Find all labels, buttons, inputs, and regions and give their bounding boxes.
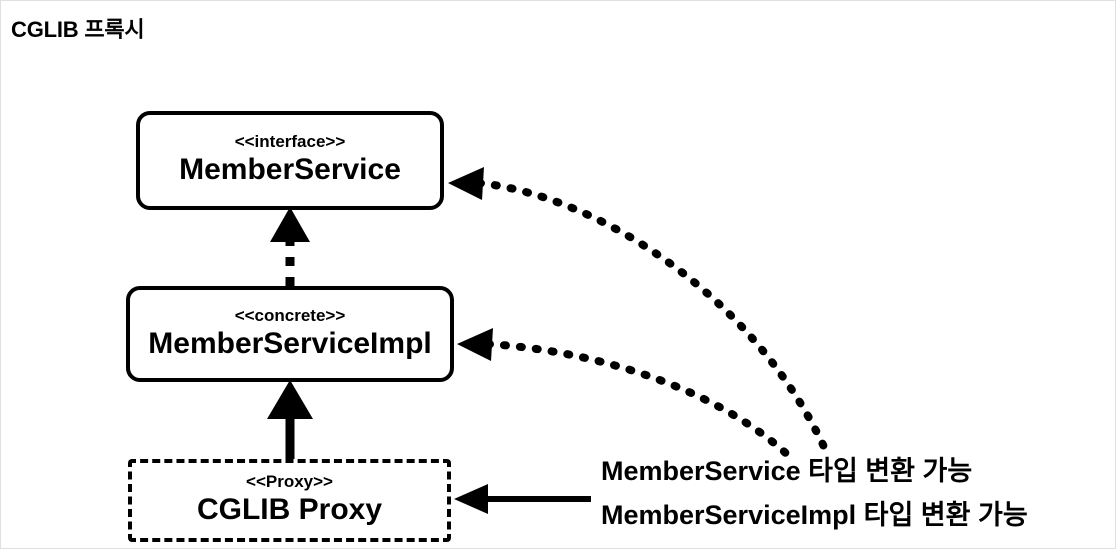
stereotype-label: <<Proxy>>: [246, 472, 333, 492]
connection-proxy-extends-impl: [267, 380, 313, 459]
uml-box-cglib-proxy[interactable]: <<Proxy>> CGLIB Proxy: [128, 459, 451, 542]
connection-note1-to-interface: [448, 167, 833, 462]
class-name-label: MemberServiceImpl: [148, 326, 432, 360]
connection-note2-to-impl: [457, 328, 795, 462]
connection-impl-realizes-interface: [270, 207, 310, 286]
page-title: CGLIB 프록시: [11, 17, 145, 42]
class-name-label: CGLIB Proxy: [196, 493, 383, 527]
note-member-service: MemberService 타입 변환 가능: [601, 456, 973, 486]
stereotype-label: <<interface>>: [234, 132, 346, 152]
connection-notes-to-proxy: [454, 484, 591, 514]
class-name-label: MemberService: [179, 153, 401, 187]
stereotype-label: <<concrete>>: [234, 305, 346, 325]
uml-box-member-service[interactable]: <<interface>> MemberService: [136, 111, 444, 210]
note-member-service-impl: MemberServiceImpl 타입 변환 가능: [601, 500, 1028, 530]
uml-box-member-service-impl[interactable]: <<concrete>> MemberServiceImpl: [126, 286, 454, 382]
